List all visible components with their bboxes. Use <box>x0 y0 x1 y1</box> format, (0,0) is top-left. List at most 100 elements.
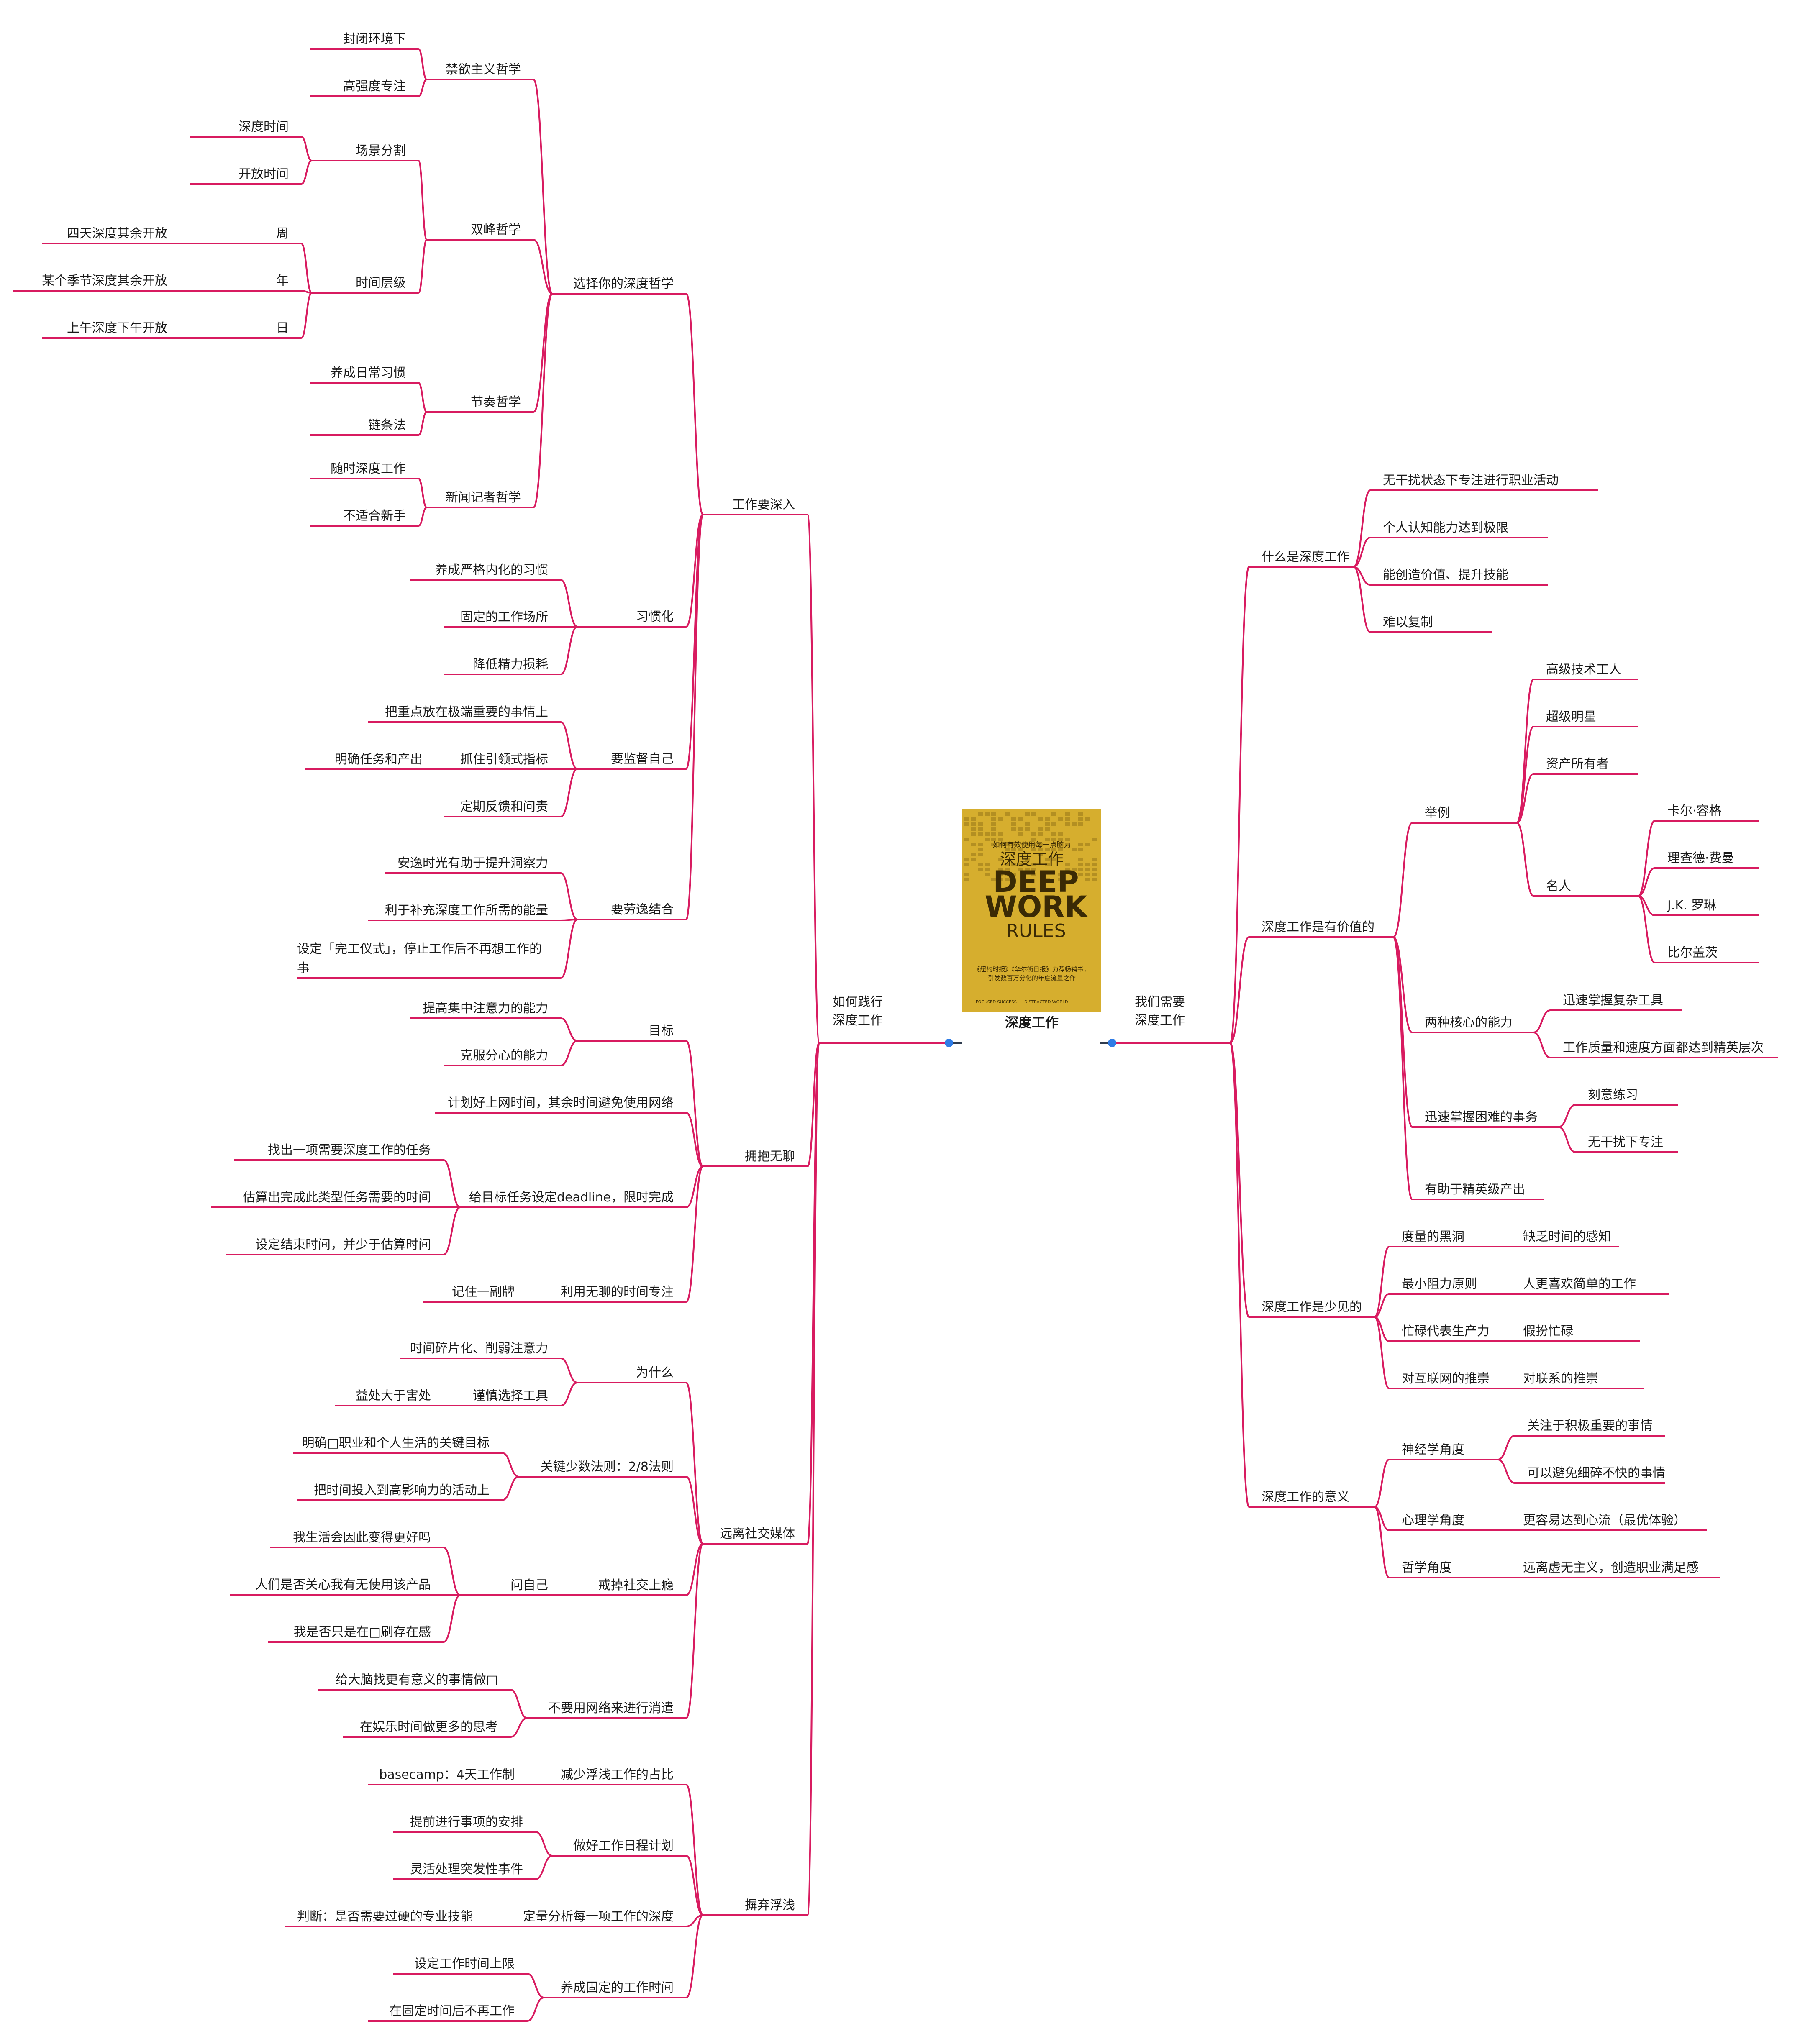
node-label[interactable]: 开放时间 <box>238 167 289 182</box>
node-label[interactable]: 双峰哲学 <box>471 223 521 237</box>
node-label[interactable]: 养成固定的工作时间 <box>561 1980 674 1995</box>
node-label[interactable]: 两种核心的能力 <box>1425 1015 1513 1030</box>
left-collapse-dot[interactable] <box>945 1039 953 1047</box>
main-branch-label-line1[interactable]: 如何践行 <box>833 995 883 1009</box>
node-label[interactable]: 固定的工作场所 <box>460 610 548 625</box>
main-branch-label-line2[interactable]: 深度工作 <box>1135 1013 1185 1028</box>
node-label[interactable]: 判断：是否需要过硬的专业技能 <box>297 1909 473 1924</box>
node-label[interactable]: 无干扰状态下专注进行职业活动 <box>1383 473 1559 488</box>
node-label[interactable]: 记住一副牌 <box>452 1285 515 1299</box>
node-label[interactable]: 深度工作是少见的 <box>1262 1300 1362 1314</box>
node-label[interactable]: 工作要深入 <box>732 497 795 512</box>
node-label[interactable]: 提前进行事项的安排 <box>410 1815 523 1829</box>
node-label[interactable]: 远离虚无主义，创造职业满足感 <box>1523 1560 1699 1575</box>
node-label[interactable]: 对互联网的推崇 <box>1402 1371 1490 1386</box>
node-label[interactable]: 高强度专注 <box>343 79 406 94</box>
node-label[interactable]: 什么是深度工作 <box>1262 550 1349 564</box>
node-label[interactable]: 能创造价值、提升技能 <box>1383 568 1508 582</box>
node-label[interactable]: 利于补充深度工作所需的能量 <box>385 903 548 918</box>
node-label[interactable]: 设定工作时间上限 <box>414 1957 515 1971</box>
node-label[interactable]: 可以避免细碎不快的事情 <box>1527 1466 1665 1480</box>
node-label[interactable]: 利用无聊的时间专注 <box>561 1285 674 1299</box>
node-label[interactable]: 安逸时光有助于提升洞察力 <box>397 856 548 871</box>
node-label[interactable]: 远离社交媒体 <box>720 1527 795 1541</box>
node-label[interactable]: 养成日常习惯 <box>331 366 406 380</box>
node-label[interactable]: 超级明星 <box>1546 710 1596 724</box>
node-label[interactable]: 谨慎选择工具 <box>473 1388 548 1403</box>
node-label[interactable]: 高级技术工人 <box>1546 662 1621 677</box>
right-collapse-dot[interactable] <box>1108 1039 1116 1047</box>
node-label[interactable]: 养成严格内化的习惯 <box>435 563 548 577</box>
node-label[interactable]: 我是否只是在□刷存在感 <box>294 1625 431 1639</box>
node-label[interactable]: 刻意练习 <box>1588 1088 1638 1102</box>
node-label[interactable]: 计划好上网时间，其余时间避免使用网络 <box>448 1096 674 1110</box>
node-label[interactable]: 做好工作日程计划 <box>573 1839 674 1853</box>
node-label[interactable]: 封闭环境下 <box>343 32 406 46</box>
node-label[interactable]: 要劳逸结合 <box>611 902 674 917</box>
node-label[interactable]: 无干扰下专注 <box>1588 1135 1663 1150</box>
node-label[interactable]: 定期反馈和问责 <box>460 799 548 814</box>
node-label[interactable]: 心理学角度 <box>1402 1513 1464 1528</box>
node-label[interactable]: 提高集中注意力的能力 <box>423 1001 548 1016</box>
node-label[interactable]: 定量分析每一项工作的深度 <box>523 1909 674 1924</box>
node-label[interactable]: 缺乏时间的感知 <box>1523 1229 1611 1244</box>
node-label[interactable]: 深度工作的意义 <box>1262 1490 1349 1504</box>
node-label[interactable]: 神经学角度 <box>1402 1442 1464 1457</box>
node-label[interactable]: 周 <box>276 226 289 241</box>
node-label[interactable]: 估算出完成此类型任务需要的时间 <box>243 1190 431 1205</box>
node-label[interactable]: 要监督自己 <box>611 752 674 766</box>
node-label[interactable]: 场景分割 <box>356 143 406 158</box>
node-label[interactable]: 关键少数法则：2/8法则 <box>541 1460 674 1474</box>
node-label[interactable]: 时间碎片化、削弱注意力 <box>410 1341 548 1356</box>
node-label[interactable]: 摒弃浮浅 <box>745 1898 795 1913</box>
node-label[interactable]: 随时深度工作 <box>331 461 406 476</box>
node-label[interactable]: 不适合新手 <box>343 509 406 523</box>
node-label[interactable]: 新闻记者哲学 <box>446 490 521 505</box>
node-label[interactable]: 戒掉社交上瘾 <box>598 1578 674 1593</box>
node-label[interactable]: 习惯化 <box>636 610 674 624</box>
node-label[interactable]: 人们是否关心我有无使用该产品 <box>255 1578 431 1592</box>
node-label[interactable]: 设定结束时间，并少于估算时间 <box>255 1237 431 1252</box>
node-label[interactable]: 假扮忙碌 <box>1523 1324 1573 1339</box>
node-label[interactable]: 我生活会因此变得更好吗 <box>293 1530 431 1545</box>
node-label[interactable]: 个人认知能力达到极限 <box>1383 520 1508 535</box>
node-label[interactable]: 抓住引领式指标 <box>460 752 548 767</box>
node-label[interactable]: 举例 <box>1425 806 1450 820</box>
node-label[interactable]: 明确任务和产出 <box>335 752 423 767</box>
node-label[interactable]: 减少浮浅工作的占比 <box>561 1767 674 1782</box>
node-label[interactable]: 时间层级 <box>356 276 406 290</box>
node-label[interactable]: 灵活处理突发性事件 <box>410 1862 523 1877</box>
node-label[interactable]: 目标 <box>649 1024 674 1038</box>
node-label[interactable]: 哲学角度 <box>1402 1560 1452 1575</box>
node-label[interactable]: 问自己 <box>510 1578 548 1593</box>
node-label[interactable]: 给目标任务设定deadline，限时完成 <box>469 1190 674 1205</box>
node-label[interactable]: basecamp：4天工作制 <box>379 1767 515 1782</box>
node-label[interactable]: 找出一项需要深度工作的任务 <box>268 1143 431 1158</box>
node-label[interactable]: 卡尔·容格 <box>1667 804 1722 818</box>
node-label[interactable]: 有助于精英级产出 <box>1425 1182 1525 1197</box>
node-label[interactable]: 上午深度下午开放 <box>67 321 167 336</box>
node-label[interactable]: 四天深度其余开放 <box>67 226 167 241</box>
node-label[interactable]: 不要用网络来进行消遣 <box>548 1701 674 1716</box>
node-label[interactable]: 在娱乐时间做更多的思考 <box>360 1720 498 1734</box>
node-label[interactable]: 比尔盖茨 <box>1667 945 1718 960</box>
node-label[interactable]: 克服分心的能力 <box>460 1048 548 1063</box>
node-label[interactable]: J.K. 罗琳 <box>1667 898 1716 913</box>
node-label[interactable]: 把时间投入到高影响力的活动上 <box>314 1483 490 1498</box>
node-label[interactable]: 对联系的推崇 <box>1523 1371 1598 1386</box>
node-label[interactable]: 节奏哲学 <box>471 395 521 410</box>
node-label[interactable]: 禁欲主义哲学 <box>446 62 521 77</box>
node-label[interactable]: 资产所有者 <box>1546 757 1609 771</box>
node-label[interactable]: 关注于积极重要的事情 <box>1527 1419 1653 1433</box>
node-label[interactable]: 益处大于害处 <box>356 1388 431 1403</box>
node-label[interactable]: 深度工作是有价值的 <box>1262 920 1374 935</box>
node-label[interactable]: 拥抱无聊 <box>745 1149 795 1164</box>
node-label[interactable]: 日 <box>276 321 289 336</box>
node-label[interactable]: 为什么 <box>636 1365 674 1380</box>
node-label[interactable]: 设定「完工仪式」，停止工作后不再想工作的 <box>297 942 542 956</box>
node-label[interactable]: 把重点放在极端重要的事情上 <box>385 705 548 720</box>
node-label[interactable]: 度量的黑洞 <box>1402 1229 1464 1244</box>
node-label[interactable]: 年 <box>276 274 289 288</box>
node-label[interactable]: 给大脑找更有意义的事情做□ <box>336 1673 498 1687</box>
main-branch-label-line2[interactable]: 深度工作 <box>833 1013 883 1028</box>
